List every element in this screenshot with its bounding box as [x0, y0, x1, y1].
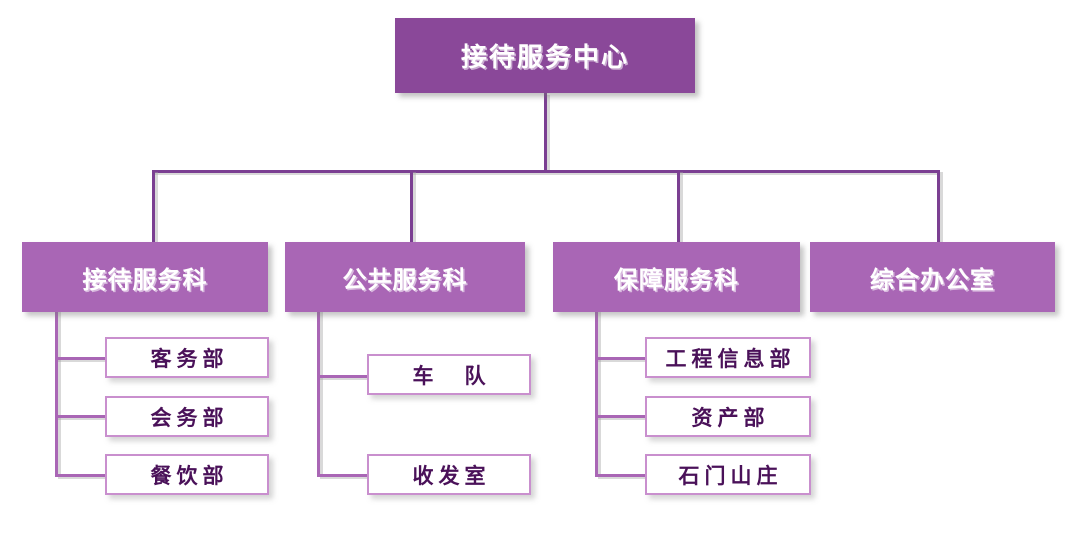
org-node-department-3[interactable]: 保障服务科	[553, 242, 800, 312]
connector-spine-branch-3	[595, 310, 598, 474]
connector-level2-bus	[152, 170, 937, 173]
connector-spine-branch-1	[55, 310, 58, 474]
connector-shadow	[680, 172, 683, 244]
org-node-team-huiwu-bu[interactable]: 会务部	[105, 396, 269, 437]
connector-shadow	[320, 312, 323, 476]
connector-drop-dept-4	[937, 170, 940, 242]
connector-shadow	[598, 476, 648, 479]
connector-shadow	[598, 312, 601, 476]
org-node-team-zichan-bu[interactable]: 资产部	[645, 396, 811, 437]
connector-shadow	[320, 377, 370, 380]
org-node-department-2[interactable]: 公共服务科	[285, 242, 525, 312]
connector-shadow	[155, 172, 158, 244]
connector-shadow	[58, 417, 108, 420]
org-node-department-1[interactable]: 接待服务科	[22, 242, 268, 312]
connector-drop-dept-3	[677, 170, 680, 242]
org-node-team-shoufashi[interactable]: 收发室	[367, 454, 531, 495]
connector-shadow	[940, 172, 943, 244]
connector-stub-b3-child-3	[595, 474, 645, 477]
connector-shadow	[155, 172, 940, 175]
connector-drop-dept-2	[410, 170, 413, 242]
connector-shadow	[58, 312, 61, 476]
connector-shadow	[547, 95, 550, 172]
org-node-team-canyin-bu[interactable]: 餐饮部	[105, 454, 269, 495]
connector-stub-b1-child-2	[55, 415, 105, 418]
org-node-root[interactable]: 接待服务中心	[395, 18, 695, 93]
org-node-department-4[interactable]: 综合办公室	[810, 242, 1055, 312]
connector-stub-b1-child-1	[55, 357, 105, 360]
connector-shadow	[598, 359, 648, 362]
connector-drop-dept-1	[152, 170, 155, 242]
connector-root-stem	[544, 93, 547, 171]
connector-shadow	[58, 359, 108, 362]
connector-stub-b1-child-3	[55, 474, 105, 477]
connector-shadow	[413, 172, 416, 244]
connector-stub-b2-child-2	[317, 474, 367, 477]
connector-stub-b3-child-1	[595, 357, 645, 360]
connector-spine-branch-2	[317, 310, 320, 474]
connector-shadow	[58, 476, 108, 479]
org-node-team-gongcheng-xinxi-bu[interactable]: 工程信息部	[645, 337, 811, 378]
org-node-team-keshi-bu[interactable]: 客务部	[105, 337, 269, 378]
connector-stub-b2-child-1	[317, 375, 367, 378]
connector-shadow	[320, 476, 370, 479]
org-node-team-shimen-shanzhuang[interactable]: 石门山庄	[645, 454, 811, 495]
connector-shadow	[598, 417, 648, 420]
connector-stub-b3-child-2	[595, 415, 645, 418]
org-node-team-cheudui[interactable]: 车 队	[367, 354, 531, 395]
